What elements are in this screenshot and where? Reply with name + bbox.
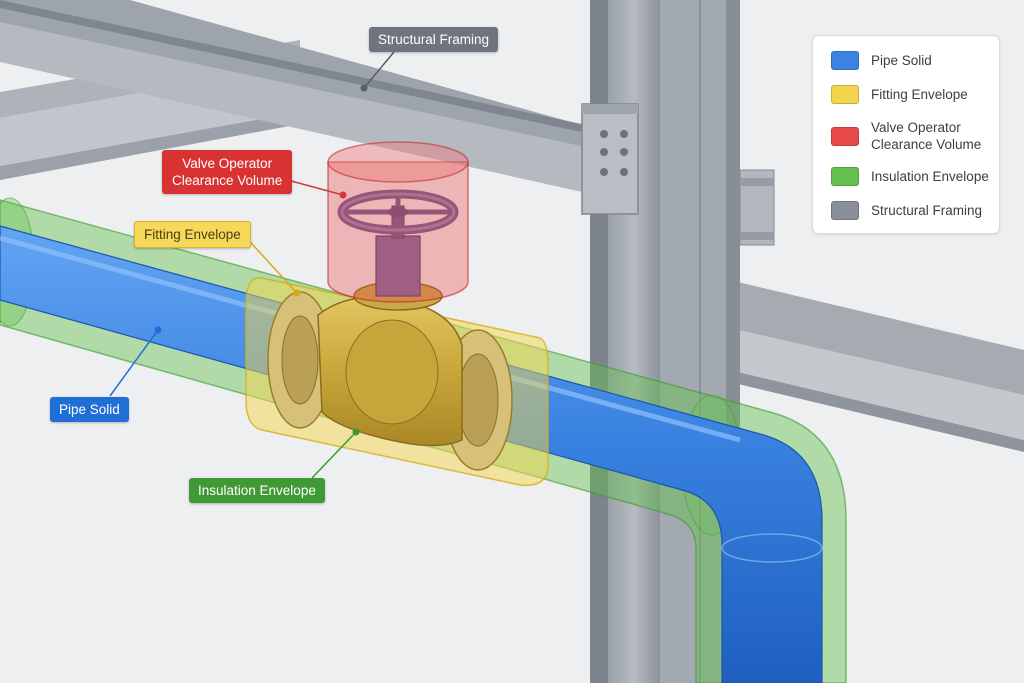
legend-item-pipe-solid: Pipe Solid: [831, 51, 932, 70]
gray-swatch-icon: [831, 201, 859, 220]
blue-swatch-icon: [831, 51, 859, 70]
beam-right-lower-flange: [738, 372, 1024, 452]
legend-item-insulation-envelope: Insulation Envelope: [831, 167, 989, 186]
legend-label: Fitting Envelope: [871, 87, 968, 102]
callout-valve-operator-clearance: Valve Operator Clearance Volume: [162, 150, 293, 194]
beam-far-left-flange: [0, 112, 300, 180]
green-swatch-icon: [831, 167, 859, 186]
legend-item-structural-framing: Structural Framing: [831, 201, 982, 220]
valve-assembly: [267, 189, 513, 471]
handwheel-icon: [337, 189, 459, 235]
legend-label: Structural Framing: [871, 203, 983, 218]
callout-insulation-envelope: Insulation Envelope: [189, 478, 325, 503]
callout-fitting-envelope: Fitting Envelope: [134, 221, 251, 248]
connection-plate: [581, 103, 639, 215]
red-swatch-icon: [831, 126, 859, 146]
beam-top-face: [0, 22, 600, 196]
callout-structural-framing: Structural Framing: [369, 27, 499, 52]
beam-right-lower-web: [738, 330, 1024, 440]
valve-yoke: [375, 235, 421, 297]
column-web: [608, 0, 660, 683]
yellow-swatch-icon: [831, 85, 859, 104]
beam-top-flange: [0, 0, 600, 136]
column-flange-left: [590, 0, 608, 683]
beam-right-lower: [738, 282, 1024, 395]
legend-item-valve-operator-clearance: Valve Operator Clearance Volume: [831, 119, 981, 153]
valve-operator-clearance-volume: [327, 141, 469, 303]
legend: Pipe Solid Fitting Envelope Valve Operat…: [812, 35, 1000, 234]
callout-pipe-solid: Pipe Solid: [50, 397, 129, 422]
legend-label: Valve Operator Clearance Volume: [871, 120, 982, 152]
legend-label: Insulation Envelope: [871, 169, 989, 184]
legend-label: Pipe Solid: [871, 53, 932, 68]
legend-item-fitting-envelope: Fitting Envelope: [831, 85, 968, 104]
bolt-group: [600, 130, 628, 176]
